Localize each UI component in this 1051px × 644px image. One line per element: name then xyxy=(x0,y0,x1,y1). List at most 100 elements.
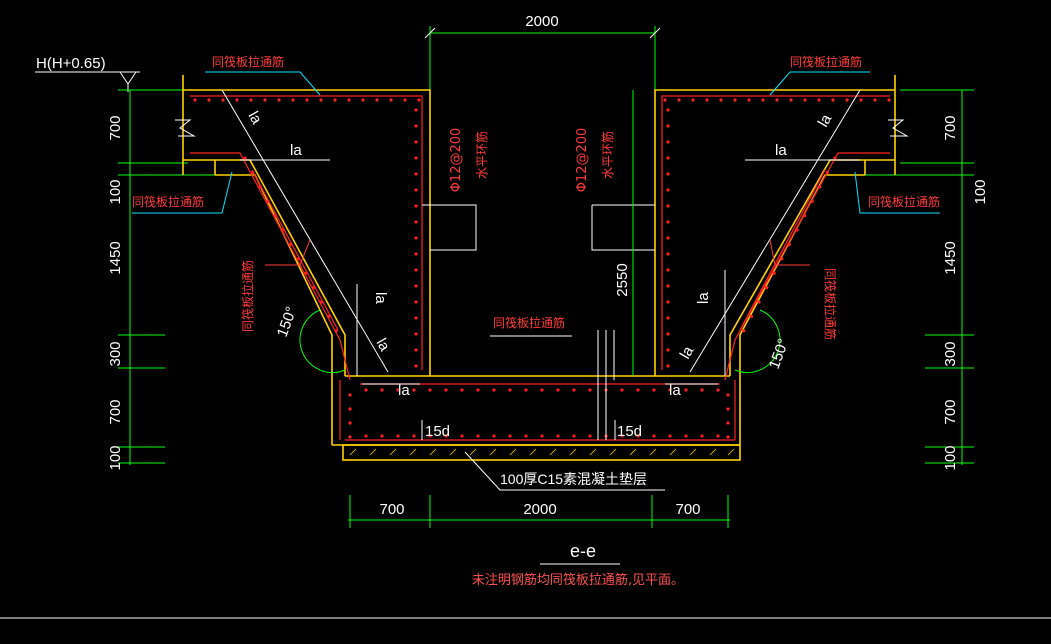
rebar-dot xyxy=(414,108,418,112)
la-left-top: la xyxy=(290,142,302,159)
rebar-dot xyxy=(444,388,448,392)
rebar-dot xyxy=(588,388,592,392)
rebar-dot xyxy=(319,98,323,102)
rebar-dot xyxy=(749,314,754,318)
right-dim-700a: 700 xyxy=(942,115,959,140)
rebar-dot xyxy=(414,332,418,336)
rebar-dot xyxy=(333,98,337,102)
rebar-dot xyxy=(787,242,792,246)
rebar-dot xyxy=(666,188,670,192)
rebar-dot xyxy=(476,388,480,392)
la-left-diag: la xyxy=(245,109,266,128)
label-bar-spec-right: Φ12@200 xyxy=(575,128,590,193)
top-dimension: 2000 xyxy=(424,13,661,90)
label-slab-rebar-slope-right: 同筏板拉通筋 xyxy=(823,268,838,340)
rebar-dot xyxy=(444,434,448,438)
rebar-dot xyxy=(636,388,640,392)
rebar-dot xyxy=(666,140,670,144)
fifteen-d-left: 15d xyxy=(425,423,450,440)
rebar-dot xyxy=(207,98,211,102)
rebar-dot xyxy=(780,257,784,261)
left-dim-texts: 700 100 1450 300 700 100 xyxy=(107,115,124,470)
rebar-dot xyxy=(588,434,592,438)
rebar-dot xyxy=(803,214,807,218)
rebar-dot xyxy=(540,388,544,392)
rebar-dot xyxy=(817,98,821,102)
rebar-dot xyxy=(403,98,407,102)
rebar-dot xyxy=(684,388,688,392)
rebar-dot xyxy=(810,199,814,203)
rebar-dot xyxy=(765,286,769,290)
section-title-group: e-e 未注明钢筋均同筏板拉通筋,见平面。 xyxy=(472,541,684,588)
rebar-dot xyxy=(380,434,384,438)
la-right-diag: la xyxy=(815,111,836,130)
rebar-dot xyxy=(789,98,793,102)
rebar-dot xyxy=(412,388,416,392)
rebar-dot xyxy=(263,98,267,102)
rebar-dot xyxy=(396,434,400,438)
fifteen-d-right: 15d xyxy=(617,423,642,440)
rebar-dot xyxy=(556,434,560,438)
rebar-dot xyxy=(652,434,656,438)
rebar-dot xyxy=(677,98,681,102)
rebar-dot xyxy=(524,434,528,438)
rebar-dot xyxy=(666,284,670,288)
rebar-dot xyxy=(726,435,730,439)
rebar-dot xyxy=(319,300,323,304)
right-dim-700b: 700 xyxy=(942,399,959,424)
angle-arcs xyxy=(299,309,781,373)
rebar-dot xyxy=(666,252,670,256)
rebar-dots xyxy=(193,98,891,439)
cushion-label: 100厚C15素混凝土垫层 xyxy=(500,471,647,487)
rebar-dot xyxy=(476,434,480,438)
label-slab-rebar-slope-left: 同筏板拉通筋 xyxy=(240,260,255,332)
rebar-dot xyxy=(666,204,670,208)
rebar-dot xyxy=(652,388,656,392)
rebar-dot xyxy=(414,140,418,144)
la-right-bottom: la xyxy=(669,382,681,399)
rebar-dot xyxy=(251,170,255,174)
rebar-dot xyxy=(726,421,730,425)
top-dim-text: 2000 xyxy=(525,13,558,30)
rebar-dot xyxy=(273,214,277,218)
rebar-dot xyxy=(311,286,315,290)
rebar-dot xyxy=(414,172,418,176)
rebar-dot xyxy=(414,348,418,352)
right-dim-100a: 100 xyxy=(972,179,989,204)
rebar-dot xyxy=(663,98,667,102)
footnote: 未注明钢筋均同筏板拉通筋,见平面。 xyxy=(472,572,684,588)
rebar-dot xyxy=(873,98,877,102)
rebar-dot xyxy=(428,434,432,438)
rebar-dot xyxy=(747,98,751,102)
rebar-dot xyxy=(414,236,418,240)
rebar-dot xyxy=(668,388,672,392)
rebar-dot xyxy=(304,271,308,275)
rebar-dot xyxy=(347,98,351,102)
rebar-dot xyxy=(795,228,799,232)
rebar-dot xyxy=(636,434,640,438)
rebar-dot xyxy=(389,98,393,102)
rebar-dot xyxy=(364,388,368,392)
rebar-dot xyxy=(492,434,496,438)
label-ring-right: 水平环筋 xyxy=(600,131,615,179)
rebar-dot xyxy=(508,434,512,438)
rebar-dot xyxy=(348,407,352,411)
rebar-dot xyxy=(289,242,293,246)
left-dim-700a: 700 xyxy=(107,115,124,140)
label-ring-left: 水平环筋 xyxy=(474,131,489,179)
rebar-dot xyxy=(414,364,418,368)
rebar-dot xyxy=(831,98,835,102)
section-title: e-e xyxy=(570,541,596,561)
la-right-top: la xyxy=(775,142,787,159)
rebar-dot xyxy=(572,434,576,438)
rebar-dot xyxy=(193,98,197,102)
rebar-dot xyxy=(666,316,670,320)
rebar-dot xyxy=(414,284,418,288)
red-leaders xyxy=(265,239,810,266)
rebar-dot xyxy=(859,98,863,102)
la-right-low: la xyxy=(677,343,698,362)
right-dim-100b: 100 xyxy=(942,445,959,470)
rebar-dot xyxy=(540,434,544,438)
rebar-dot xyxy=(460,388,464,392)
la-left-vert: la xyxy=(372,292,389,304)
